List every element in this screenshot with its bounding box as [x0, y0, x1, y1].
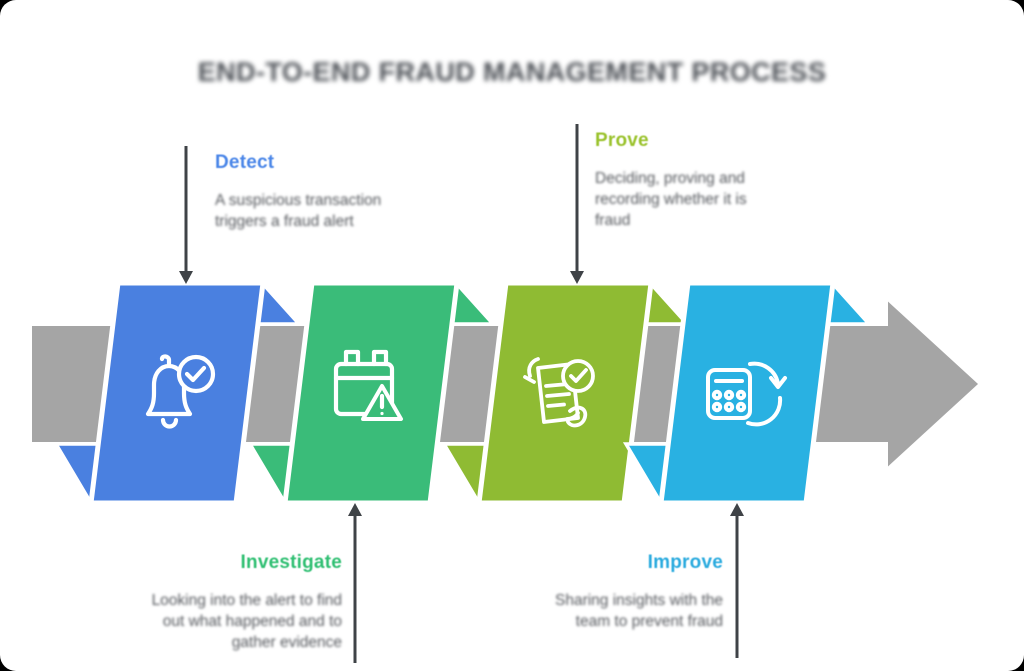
stage-description-line: out what happened and to — [162, 613, 342, 630]
callout-connectors — [179, 124, 744, 663]
stage-label-detect: Detect — [215, 152, 275, 173]
detect-connector-arrow-down-icon — [179, 271, 193, 284]
stage-parallelogram-investigate — [282, 280, 460, 506]
stage-description-line: Looking into the alert to find — [151, 592, 342, 609]
stage-shape-improve — [622, 279, 873, 509]
stage-description-line: triggers a fraud alert — [215, 213, 354, 230]
stage-label-investigate: Investigate — [240, 552, 342, 573]
stage-description-line: team to prevent fraud — [575, 613, 723, 630]
investigate-connector-arrow-up-icon — [348, 503, 362, 516]
stage-parallelogram-improve — [658, 280, 836, 506]
stage-shape-detect — [52, 279, 303, 509]
stage-label-improve: Improve — [647, 552, 723, 573]
stage-description-line: A suspicious transaction — [215, 192, 382, 209]
stage-description-line: fraud — [595, 212, 631, 229]
stage-parallelogram-detect — [88, 280, 266, 506]
stage-description-line: recording whether it is — [595, 191, 747, 208]
stage-description-line: gather evidence — [231, 634, 342, 651]
stage-description-detect: A suspicious transaction triggers a frau… — [215, 190, 415, 232]
stage-label-prove: Prove — [595, 130, 649, 151]
stage-description-line: Deciding, proving and — [595, 170, 745, 187]
calendar-warning-icon — [333, 349, 403, 421]
stage-description-prove: Deciding, proving and recording whether … — [595, 168, 805, 231]
bell-check-icon — [145, 354, 216, 429]
stage-description-line: Sharing insights with the — [554, 592, 723, 609]
diagram-title: END-TO-END FRAUD MANAGEMENT PROCESS — [197, 57, 827, 87]
document-check-hands-icon — [523, 357, 595, 428]
prove-connector-arrow-down-icon — [570, 271, 584, 284]
stage-description-improve: Sharing insights with the team to preven… — [480, 590, 723, 632]
stage-shape-prove — [440, 279, 691, 509]
improve-connector-arrow-up-icon — [730, 503, 744, 516]
calculator-sync-icon — [706, 361, 787, 427]
stage-shape-investigate — [246, 279, 497, 509]
stage-description-investigate: Looking into the alert to find out what … — [95, 590, 342, 653]
